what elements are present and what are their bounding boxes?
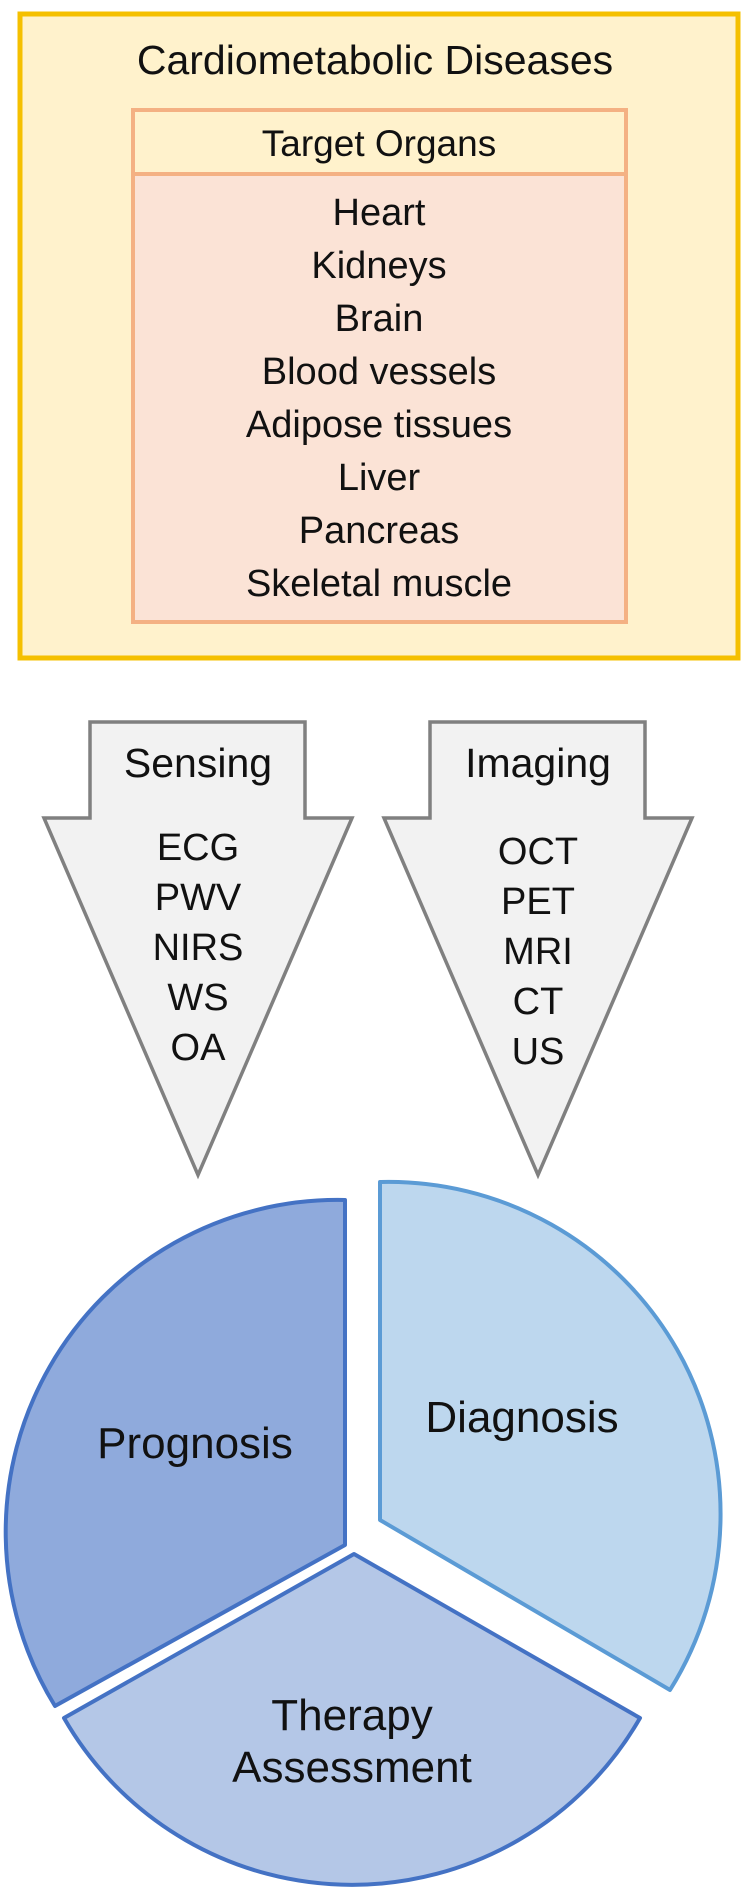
sensing-label: Sensing xyxy=(124,740,272,786)
sensing-item: ECG xyxy=(157,827,239,869)
organ-item: Blood vessels xyxy=(262,351,496,393)
organ-item: Pancreas xyxy=(299,510,460,552)
imaging-item: MRI xyxy=(503,931,573,973)
organ-item: Skeletal muscle xyxy=(246,563,512,605)
organ-item: Brain xyxy=(335,298,424,340)
imaging-list: OCT PET MRI CT US xyxy=(498,831,578,1073)
target-organs-header: Target Organs xyxy=(262,123,496,164)
imaging-item: PET xyxy=(501,881,575,923)
diagnosis-segment xyxy=(378,1179,723,1692)
prognosis-segment xyxy=(3,1197,347,1708)
sensing-item: NIRS xyxy=(153,927,244,969)
target-organs-header-box xyxy=(131,108,628,176)
therapy-label: Therapy xyxy=(271,1691,432,1740)
assessment-label: Assessment xyxy=(232,1743,472,1792)
imaging-item: US xyxy=(512,1031,565,1073)
organ-item: Adipose tissues xyxy=(246,404,512,446)
imaging-item: CT xyxy=(513,981,564,1023)
therapy-assessment-segment xyxy=(62,1552,642,1887)
organ-item: Kidneys xyxy=(311,245,446,287)
organ-item: Heart xyxy=(333,192,426,234)
target-organs-box xyxy=(131,108,628,624)
imaging-item: OCT xyxy=(498,831,578,873)
sensing-arrow xyxy=(41,720,355,1180)
sensing-list: ECG PWV NIRS WS OA xyxy=(153,827,244,1069)
diagnosis-label: Diagnosis xyxy=(425,1393,618,1442)
sensing-item: WS xyxy=(167,977,228,1019)
imaging-label: Imaging xyxy=(465,740,611,786)
imaging-arrow xyxy=(381,720,695,1180)
sensing-item: PWV xyxy=(155,877,242,919)
organ-item: Liver xyxy=(338,457,421,499)
prognosis-label: Prognosis xyxy=(97,1419,293,1468)
diagram-title: Cardiometabolic Diseases xyxy=(137,37,613,83)
sensing-item: OA xyxy=(171,1027,227,1069)
